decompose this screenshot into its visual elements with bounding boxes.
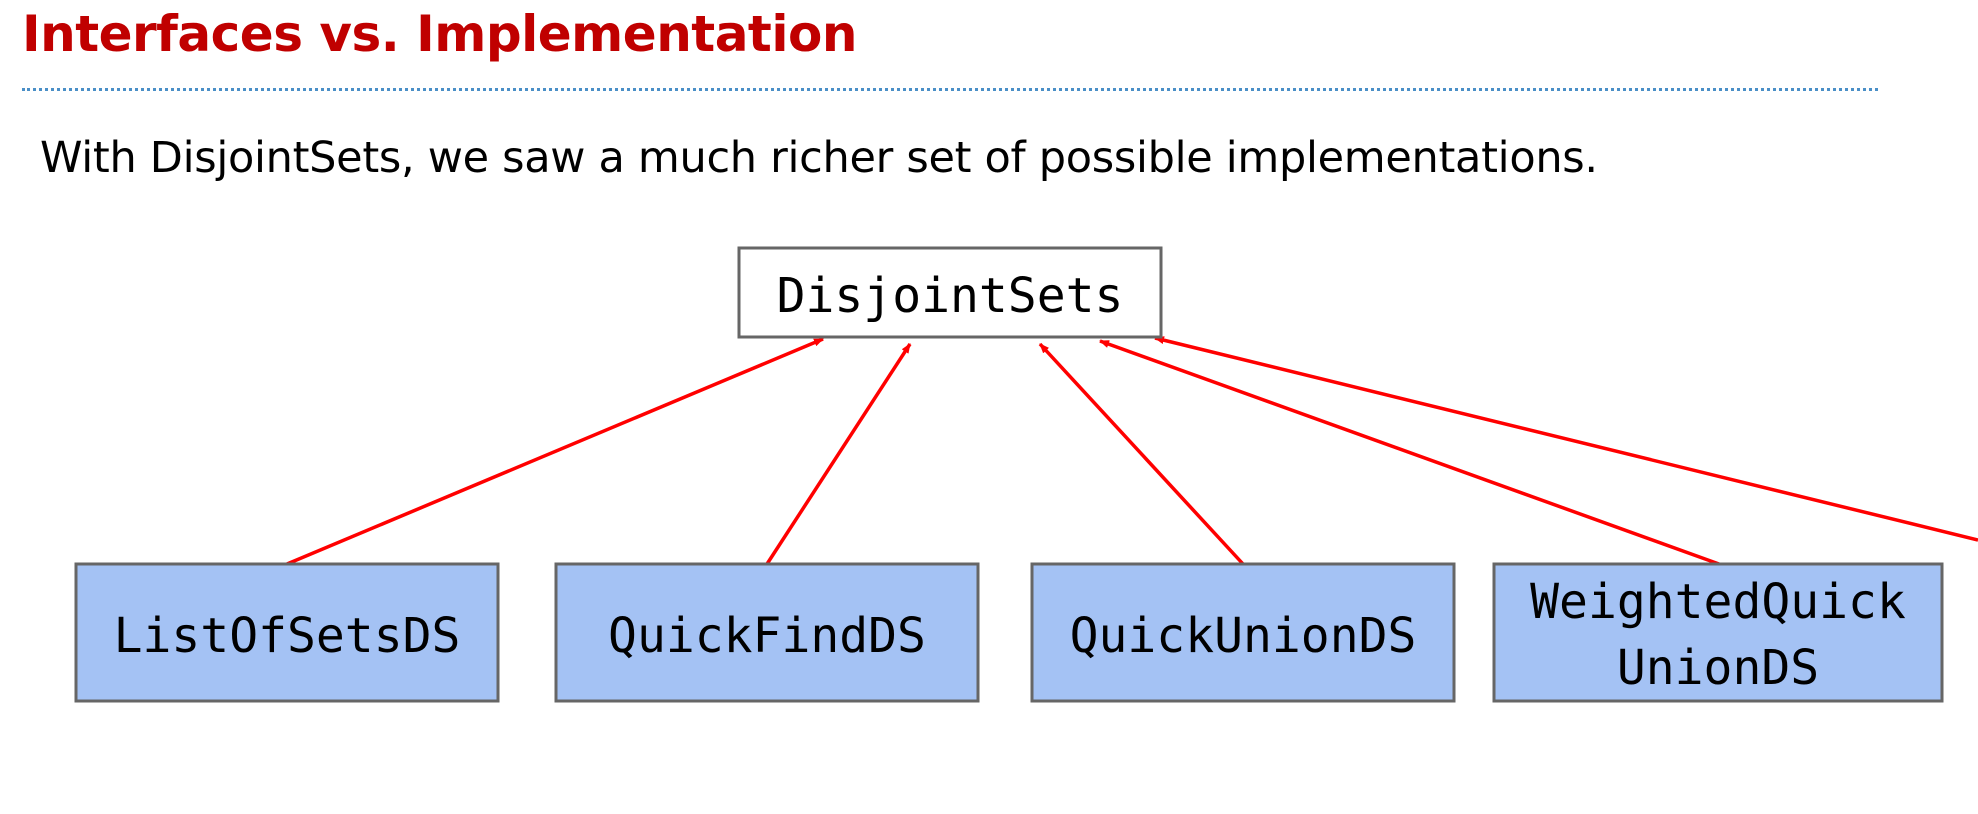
implementation-box-quickfindds: QuickFindDS — [554, 562, 980, 703]
interface-label: DisjointSets — [777, 268, 1124, 324]
interface-box-disjointsets: DisjointSets — [737, 246, 1163, 339]
implementation-label: QuickFindDS — [608, 608, 926, 664]
slide-title: Interfaces vs. Implementation — [22, 5, 857, 63]
implementation-box-quickunionds: QuickUnionDS — [1030, 562, 1456, 703]
arrow-quickunion — [1038, 342, 1245, 566]
implementation-box-listofsetsds: ListOfSetsDS — [74, 562, 500, 703]
arrow-quickfind — [765, 343, 912, 565]
implementation-label: QuickUnionDS — [1070, 608, 1417, 664]
arrow-offscreen-implementation — [1154, 336, 1978, 542]
arrow-weightedquickunion — [1099, 339, 1720, 566]
implementation-box-weightedquickunionds: WeightedQuick UnionDS — [1492, 562, 1944, 703]
title-divider — [22, 88, 1878, 91]
implementation-label-line-2: UnionDS — [1617, 640, 1819, 696]
arrow-listofsets — [286, 337, 824, 566]
implementation-label: ListOfSetsDS — [114, 608, 461, 664]
slide-subtitle: With DisjointSets, we saw a much richer … — [40, 133, 1598, 183]
arrows — [286, 336, 1978, 566]
implementation-label-line-1: WeightedQuick — [1530, 574, 1906, 630]
